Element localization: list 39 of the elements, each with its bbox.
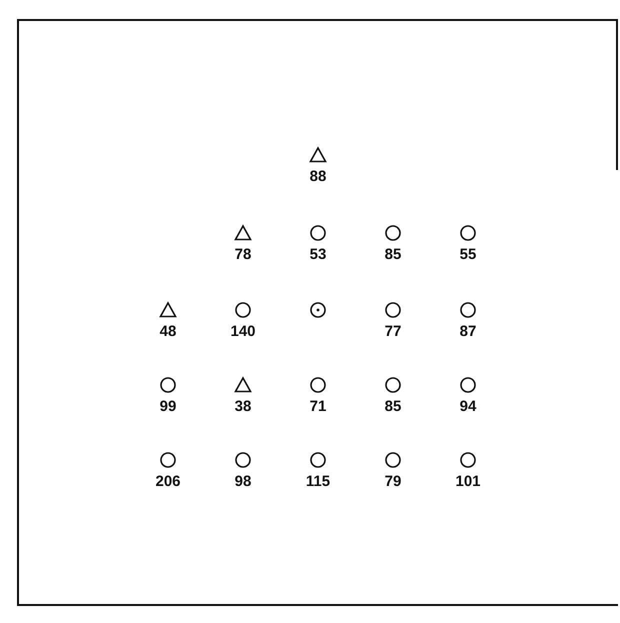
- value-label: 53: [310, 247, 326, 263]
- value-label: 48: [160, 324, 176, 340]
- value-label: 77: [384, 324, 402, 340]
- circle-marker: [459, 224, 477, 242]
- circle-marker: [309, 224, 327, 242]
- value-label: 94: [460, 399, 476, 415]
- circle-marker: [459, 376, 477, 394]
- value-label: 55: [460, 247, 476, 263]
- circle-marker: [384, 376, 402, 394]
- triangle-marker: [159, 301, 177, 319]
- value-label: 115: [306, 474, 330, 490]
- triangle-marker: [309, 146, 327, 164]
- circle-marker: [384, 224, 402, 242]
- triangle-marker: [234, 224, 252, 242]
- circle-marker: [384, 451, 402, 469]
- value-label: 98: [234, 474, 252, 490]
- circle-marker: [384, 301, 402, 319]
- dotted-circle-marker: [309, 301, 327, 319]
- value-label: 78: [234, 247, 252, 263]
- value-label: 88: [310, 169, 326, 185]
- circle-marker: [459, 451, 477, 469]
- value-label: 79: [384, 474, 402, 490]
- circle-marker: [159, 376, 177, 394]
- value-label: 206: [155, 474, 181, 490]
- circle-marker: [309, 451, 327, 469]
- value-label: 38: [234, 399, 252, 415]
- circle-marker: [159, 451, 177, 469]
- value-label: 85: [384, 399, 402, 415]
- circle-marker: [234, 301, 252, 319]
- circle-marker: [234, 451, 252, 469]
- value-label: 87: [460, 324, 476, 340]
- value-label: 85: [384, 247, 402, 263]
- value-label: 99: [160, 399, 176, 415]
- value-label: 71: [310, 399, 326, 415]
- value-label: 101: [455, 474, 481, 490]
- value-label: 140: [230, 324, 256, 340]
- triangle-marker: [234, 376, 252, 394]
- circle-marker: [309, 376, 327, 394]
- circle-marker: [459, 301, 477, 319]
